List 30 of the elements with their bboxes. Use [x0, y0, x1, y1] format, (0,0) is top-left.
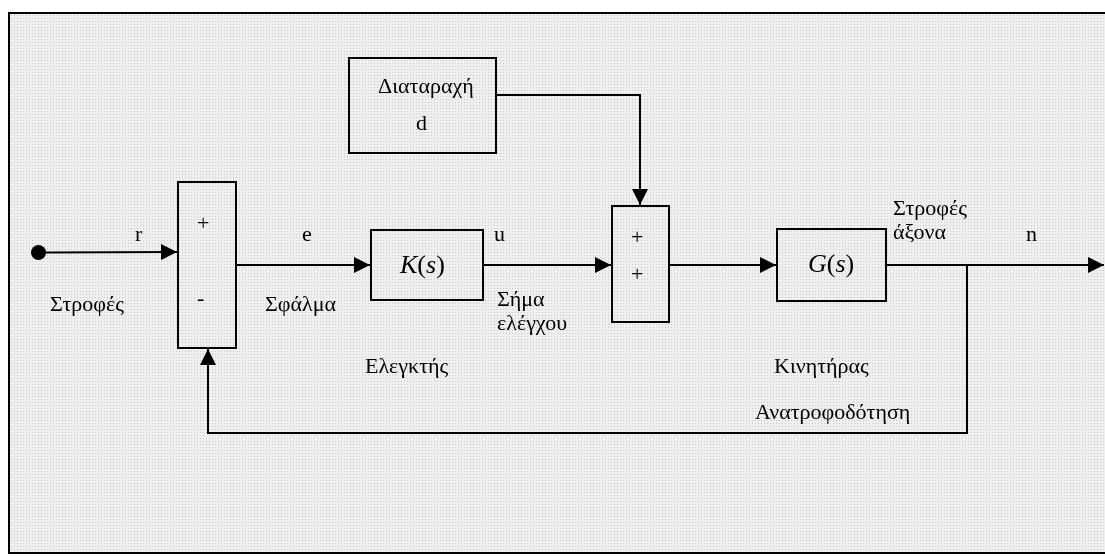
block-box	[370, 229, 484, 301]
signal-label: Σήμα ελέγχου	[497, 287, 569, 336]
arrow	[45, 244, 178, 261]
block-label: Διαταραχή	[378, 74, 474, 99]
block-caption: Κινητήρας	[774, 354, 869, 379]
block-label: K(s)	[400, 251, 445, 280]
block-box	[611, 205, 670, 323]
signal-label: Στροφές	[50, 292, 124, 317]
edge-label: n	[1026, 222, 1037, 247]
edge-label: u	[494, 222, 505, 247]
arrow	[483, 257, 612, 273]
block-label: G(s)	[808, 250, 855, 279]
signal-label: Σφάλμα	[265, 292, 337, 317]
edge-label: r	[135, 222, 143, 247]
sign-symbol: -	[197, 286, 205, 311]
edge-label: Ανατροφοδότηση	[755, 400, 911, 425]
arrow	[669, 257, 777, 273]
summing-junction	[177, 181, 237, 349]
sign-symbol: +	[197, 211, 210, 236]
block-box	[776, 228, 887, 302]
edge-label: e	[302, 222, 312, 247]
block-box	[348, 57, 497, 154]
block-label: +	[631, 225, 644, 250]
block-label: d	[416, 111, 427, 136]
arrow	[236, 257, 371, 273]
block-label: +	[631, 262, 644, 287]
signal-label: Στροφές άξονα	[893, 196, 968, 245]
arrow	[496, 94, 648, 206]
arrow	[200, 264, 968, 434]
block-caption: Ελεγκτής	[365, 354, 449, 379]
